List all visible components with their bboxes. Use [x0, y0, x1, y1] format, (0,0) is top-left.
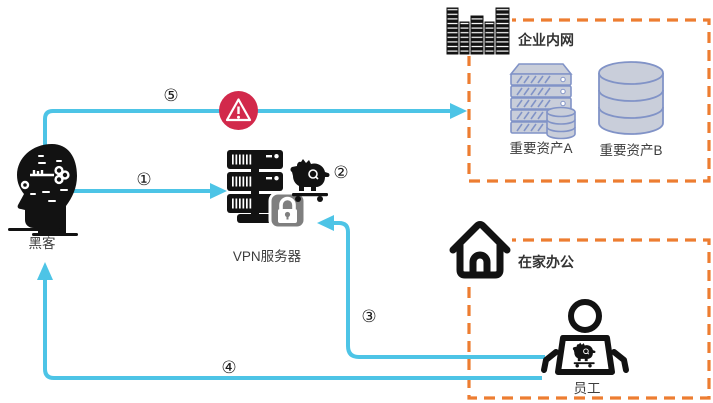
asset-a-label: 重要资产A [509, 141, 573, 156]
database-icon [595, 59, 667, 139]
arrow-5-hacker-to-intranet [43, 109, 450, 147]
step-1-badge: ① [136, 170, 152, 189]
arrow-3-employee-to-vpn [334, 221, 545, 359]
step-5-badge: ⑤ [163, 86, 179, 105]
employee-label: 员工 [573, 381, 601, 396]
step-4-badge: ④ [221, 358, 237, 377]
arrowhead-5 [450, 103, 467, 119]
person-at-laptop-trojan-icon [540, 294, 632, 386]
server-rack-icon [225, 148, 307, 234]
arrowhead-4 [37, 262, 53, 280]
server-stack-icon [505, 60, 577, 140]
warning-triangle-icon [218, 90, 259, 131]
enterprise-zone-label: 企业内网 [518, 32, 574, 48]
step-2-badge: ② [333, 163, 349, 182]
lock-icon [268, 191, 307, 230]
arrowhead-3 [317, 215, 334, 231]
home-zone-label: 在家办公 [518, 254, 574, 270]
house-icon [444, 211, 516, 287]
arrow-4-employee-to-hacker [43, 280, 542, 380]
hacker-head-with-key-icon [8, 142, 84, 238]
vpn-server-label: VPN服务器 [232, 249, 302, 264]
enterprise-zone-box [466, 17, 712, 185]
trojan-horse-icon [288, 158, 334, 204]
hacker-label: 黑客 [28, 236, 56, 251]
step-3-badge: ③ [361, 307, 377, 326]
arrowhead-1 [210, 183, 227, 199]
asset-b-label: 重要资产B [599, 143, 663, 158]
buildings-icon [446, 6, 512, 56]
